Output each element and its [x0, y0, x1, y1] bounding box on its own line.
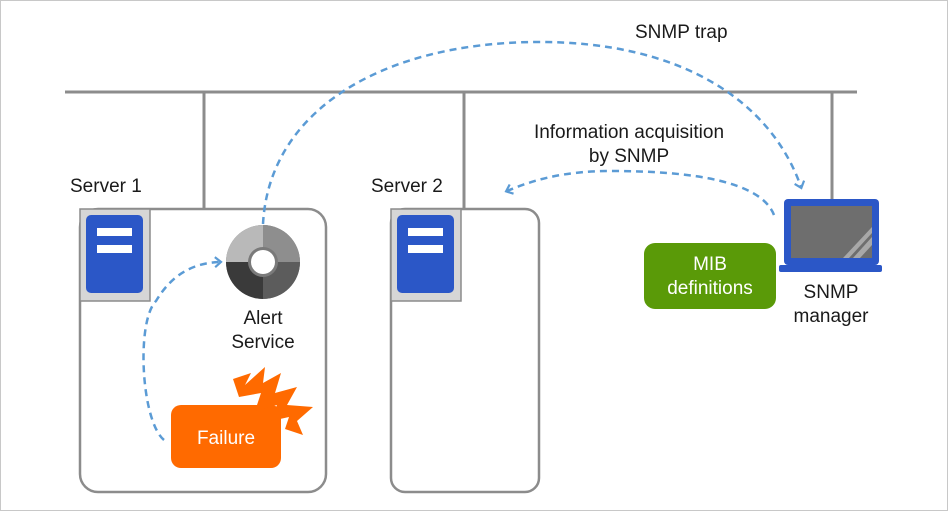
network-bus — [65, 90, 857, 209]
failure-label: Failure — [196, 428, 256, 449]
mib-label-line1: MIB — [693, 254, 727, 275]
lightning-burst-icon — [233, 367, 313, 435]
snmp-manager-label-line1: SNMP — [803, 282, 859, 303]
server1-label: Server 1 — [70, 176, 142, 197]
mib-definitions-box — [644, 243, 776, 309]
alert-service-label-line2: Service — [231, 332, 295, 353]
info-acquisition-label-line1: Information acquisition — [533, 122, 725, 143]
arrow-failure-to-alert — [142, 256, 223, 441]
server-icon — [390, 208, 462, 302]
laptop-icon — [779, 199, 882, 272]
arrow-info-acquisition — [504, 169, 776, 216]
server-icon — [79, 208, 151, 302]
alert-service-label-line1: Alert — [243, 308, 283, 329]
arrow-snmp-trap — [261, 40, 806, 225]
server2-label: Server 2 — [371, 176, 443, 197]
alert-service-icon — [226, 225, 300, 299]
snmp-manager-label-line2: manager — [793, 306, 869, 327]
snmp-trap-label: SNMP trap — [635, 22, 728, 43]
info-acquisition-label-line2: by SNMP — [588, 146, 670, 167]
failure-box — [171, 405, 281, 468]
mib-label-line2: definitions — [667, 278, 753, 299]
